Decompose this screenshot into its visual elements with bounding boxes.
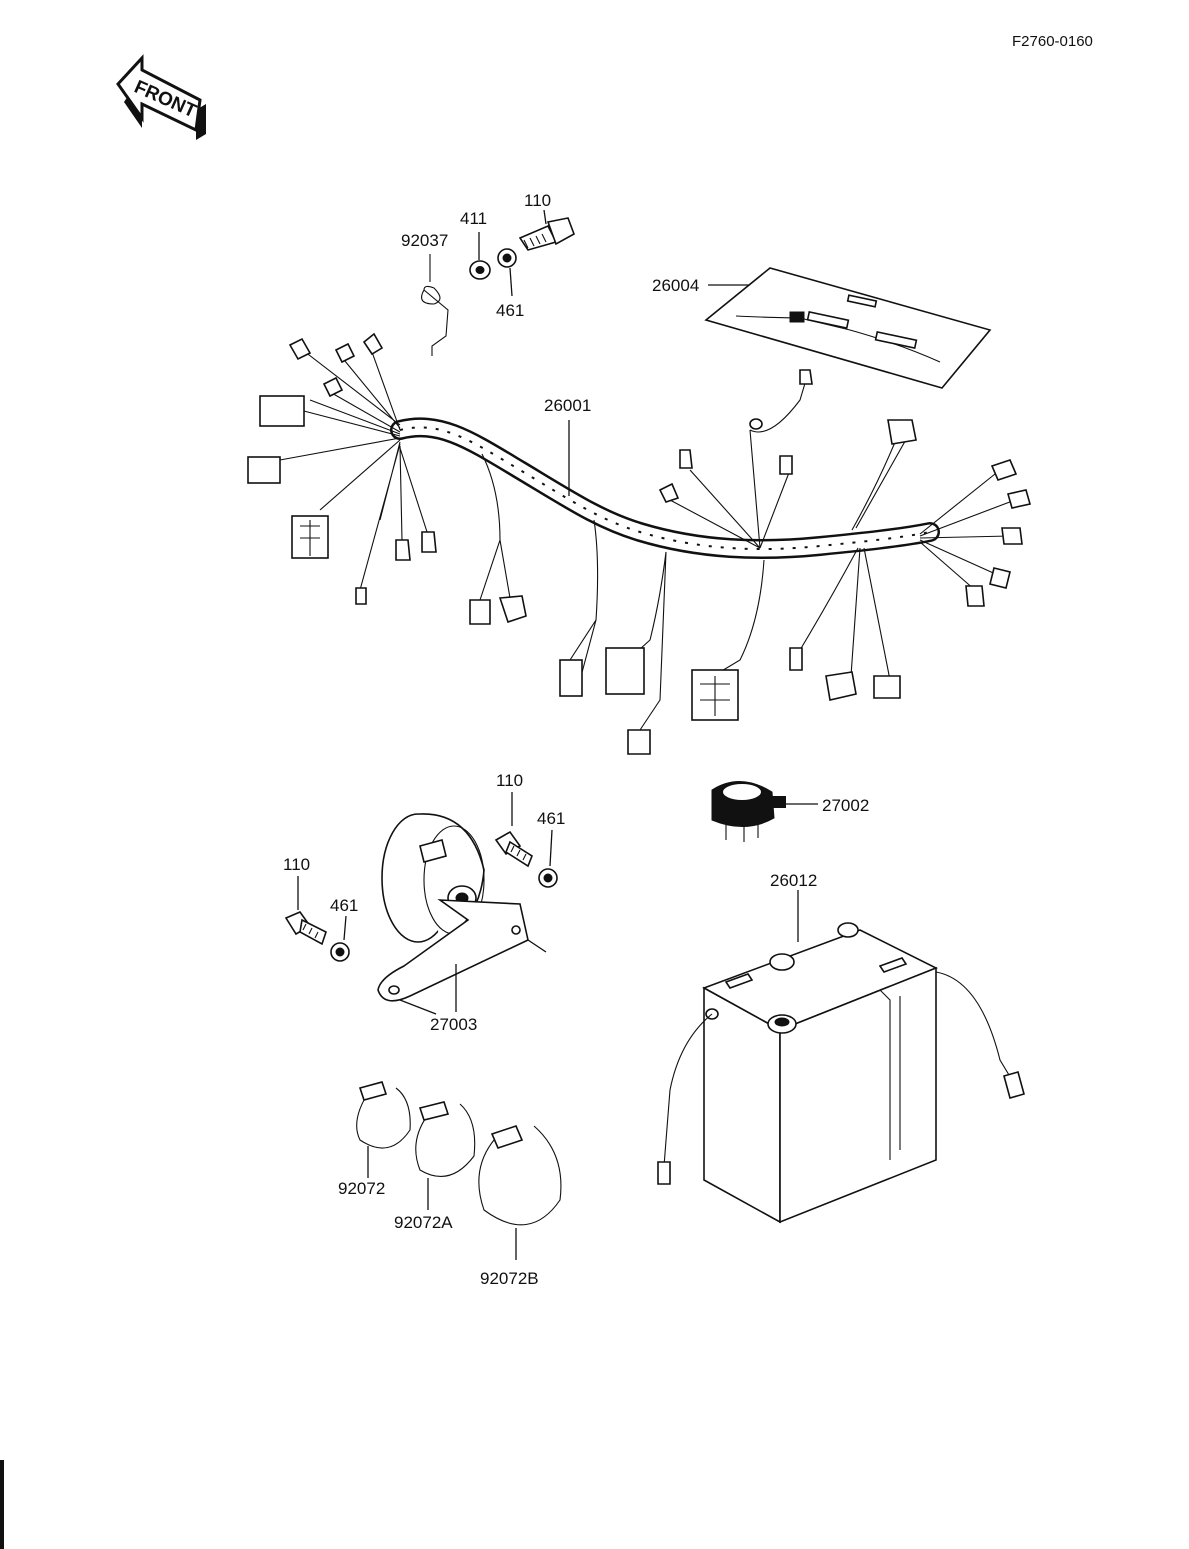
label-27002: 27002 [822,796,869,815]
horn-27003 [377,813,547,1015]
label-92037: 92037 [401,231,448,250]
label-461-top: 461 [496,301,524,320]
fuse-kit-26004 [704,267,992,389]
label-411: 411 [460,209,487,228]
label-92072: 92072 [338,1179,385,1198]
label-110-top: 110 [524,191,551,210]
band-92072A [415,1101,476,1210]
band-92072 [356,1081,411,1178]
label-26001: 26001 [544,396,591,415]
washer-461-left [330,915,350,962]
bolt-110-left [284,876,327,946]
bolt-110-middle [494,792,533,868]
washer-411 [469,232,491,280]
washer-461-top [497,248,517,297]
reference-code: F2760-0160 [1012,33,1093,50]
clip-92037 [421,254,449,356]
bolt-110-top [518,209,575,251]
label-461-middle: 461 [537,809,565,828]
label-110-left: 110 [283,855,310,874]
washer-461-middle [538,829,558,888]
label-92072B: 92072B [480,1269,539,1288]
label-92072A: 92072A [394,1213,453,1232]
label-110-middle: 110 [496,771,523,790]
battery-26012 [657,890,1025,1224]
scan-edge-mark [0,1460,4,1549]
front-arrow-icon: FRONT [116,54,206,140]
label-26004: 26004 [652,276,699,295]
label-26012: 26012 [770,871,817,890]
relay-27002 [711,781,818,842]
band-92072B [478,1125,562,1260]
wiring-harness-26001 [247,332,1032,755]
label-27003: 27003 [430,1015,477,1034]
label-461-left: 461 [330,896,358,915]
